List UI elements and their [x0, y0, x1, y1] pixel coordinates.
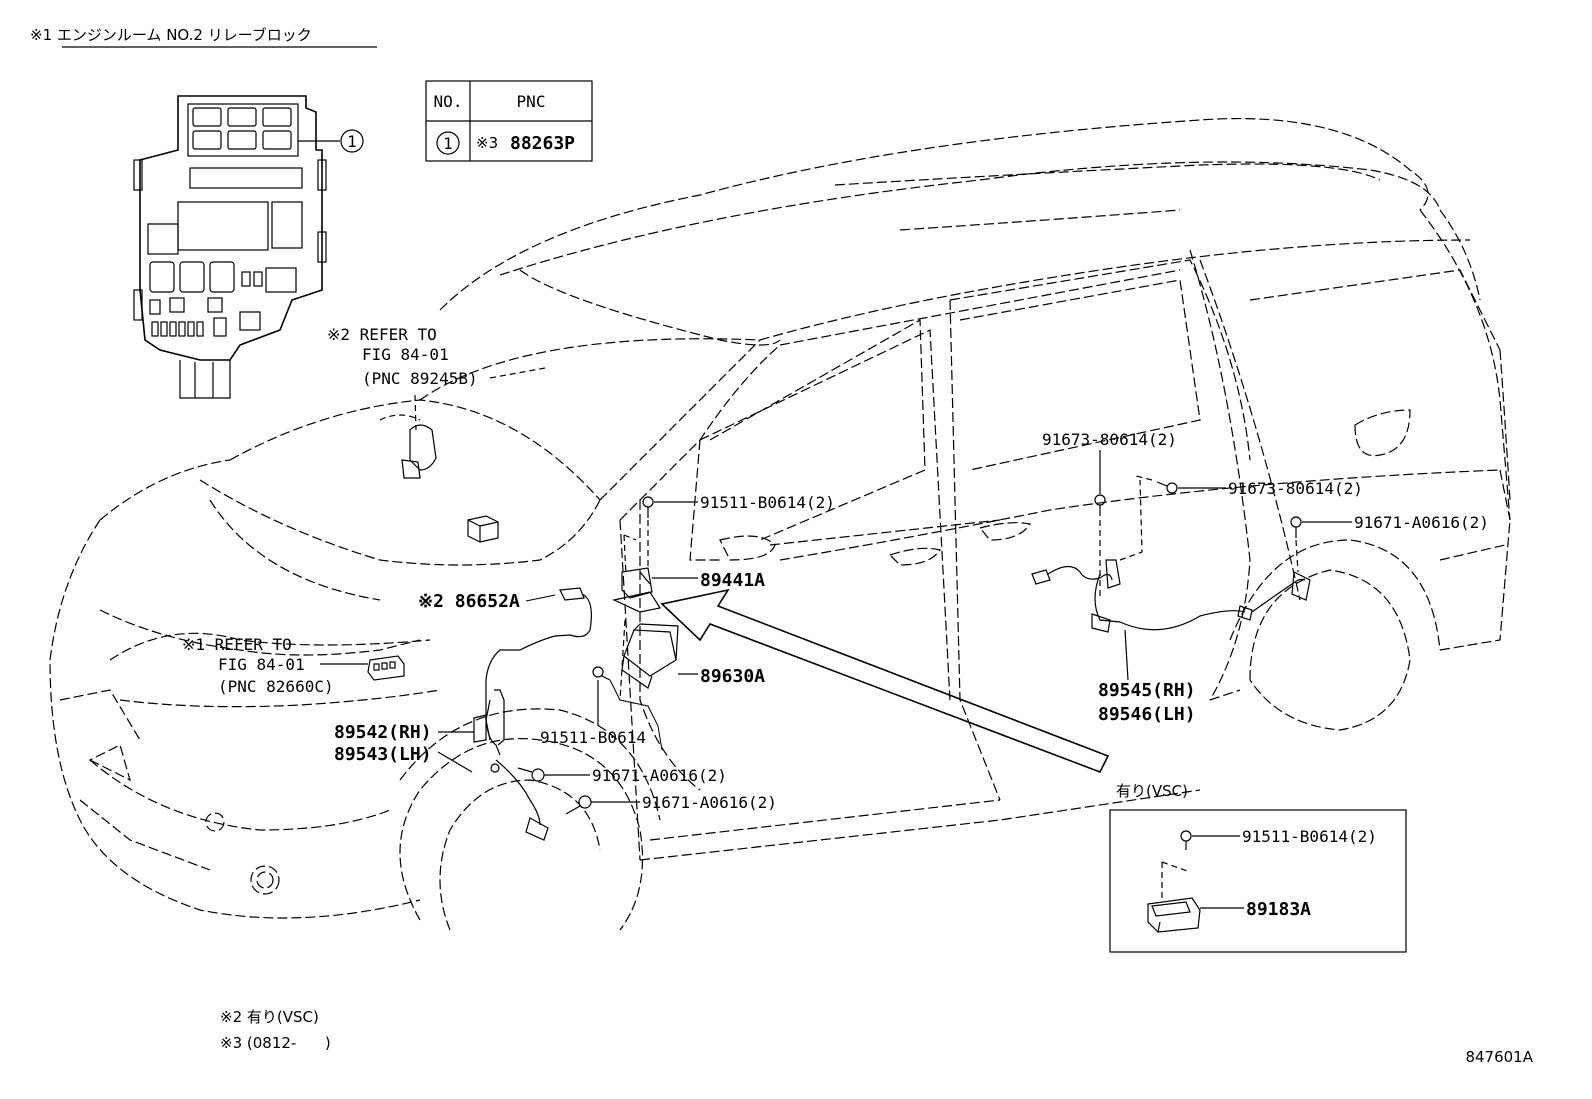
pnc-table-col-no: NO. [434, 92, 463, 111]
vsc-box [1109, 809, 1407, 953]
relay-callout-number: 1 [347, 132, 357, 151]
sensor-89441 [612, 567, 661, 613]
vsc-box-contents [1147, 830, 1201, 933]
vehicle-outline [49, 117, 1511, 931]
vsc-box-caption: 有り(VSC) [1116, 782, 1188, 800]
header-title: ※1 エンジンルーム NO.2 リレーブロック [30, 26, 312, 44]
module-leader-down [609, 679, 663, 751]
pnc-table [425, 80, 593, 162]
vsc-bolt-label: 91511-B0614(2) [1242, 827, 1377, 846]
pnc-table-col-pnc: PNC [517, 92, 546, 111]
footnote-2: ※2 有り(VSC) [220, 1008, 319, 1026]
part-89630a: 89630A [700, 666, 765, 687]
bolt-front-a [517, 767, 545, 782]
86652-leader [525, 594, 556, 602]
ref2-line3: (PNC 89245B) [362, 369, 478, 388]
bolt-91673-b [1135, 475, 1178, 494]
ref2-line2: FIG 84-01 [362, 345, 449, 364]
footnote-3: ※3 (0812- ) [220, 1034, 331, 1052]
part-89543-lh: 89543(LH) [334, 744, 432, 765]
ref2-line1: ※2 REFER TO [327, 325, 437, 344]
89543-leader [437, 751, 473, 773]
bracket-dash [623, 534, 637, 576]
part-89545-rh: 89545(RH) [1098, 680, 1196, 701]
part-91673-b: 91673-80614(2) [1228, 479, 1363, 498]
figure-id: 847601A [1465, 1048, 1533, 1066]
part-91671-a: 91671-A0616(2) [592, 766, 727, 785]
ref1-line2: FIG 84-01 [218, 655, 305, 674]
part-91671-rear: 91671-A0616(2) [1354, 513, 1489, 532]
bolt-91671-rear [1290, 516, 1302, 573]
connector-82660 [367, 655, 405, 681]
bolt-91673-a [1094, 494, 1106, 516]
part-91671-b: 91671-A0616(2) [642, 793, 777, 812]
pnc-table-row-mark: ※3 [476, 134, 498, 152]
pnc-table-row-no: 1 [443, 134, 453, 153]
bolt-front-b [565, 795, 592, 815]
relay-86652 [467, 515, 499, 543]
part-86652a: ※2 86652A [418, 591, 520, 612]
bolt-91511-mid [592, 666, 611, 725]
ref1-line3: (PNC 82660C) [218, 677, 334, 696]
part-89546-lh: 89546(LH) [1098, 704, 1196, 725]
rear-speed-sensor-wire [1031, 479, 1311, 633]
pnc-table-row-pnc: 88263P [510, 133, 575, 154]
direction-arrow [660, 588, 1110, 774]
module-89630 [619, 619, 679, 701]
yaw-rate-sensor-top [379, 394, 437, 479]
part-89441a: 89441A [700, 570, 765, 591]
part-91673-a: 91673-80614(2) [1042, 430, 1177, 449]
bolt-91511-top [642, 496, 654, 570]
ref2-leader [489, 367, 546, 379]
part-91511-top: 91511-B0614(2) [700, 493, 835, 512]
vsc-module-label: 89183A [1246, 899, 1311, 920]
89545-leader [1124, 629, 1129, 681]
part-91511-mid: 91511-B0614 [540, 728, 646, 747]
part-89542-rh: 89542(RH) [334, 722, 432, 743]
ref1-line1: ※1 REFER TO [182, 635, 292, 654]
relay-block-drawing [133, 95, 364, 399]
front-speed-sensor-wire [473, 587, 592, 841]
